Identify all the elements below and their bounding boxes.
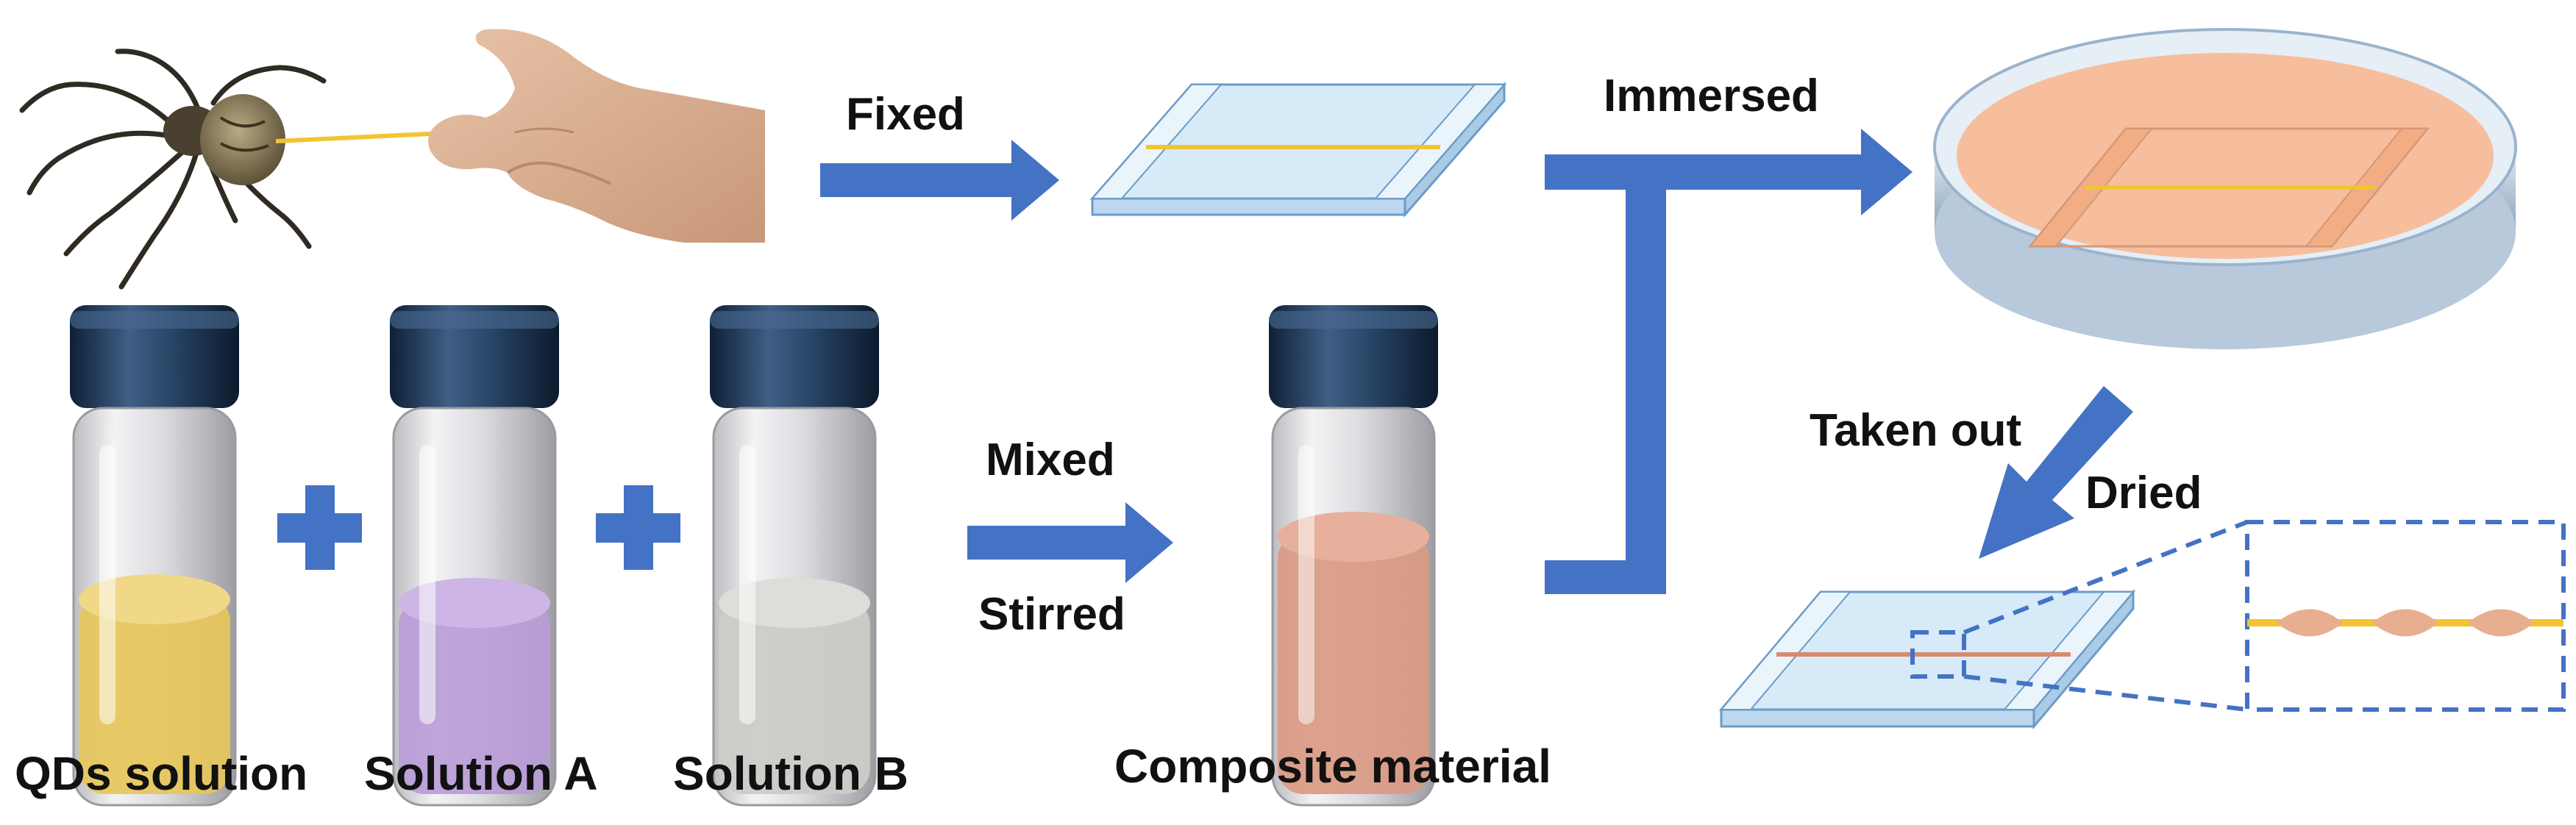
plus-icon [596, 485, 680, 570]
vial-icon [710, 305, 879, 807]
petri-dish-icon [1933, 28, 2517, 349]
fiber-droplets [2247, 609, 2563, 637]
label-taken-out: Taken out [1810, 405, 2022, 456]
taken-out-arrow [1979, 386, 2133, 559]
vial-icon [390, 305, 559, 807]
mixed-arrow [967, 502, 1173, 583]
label-qds-solution: QDs solution [15, 747, 308, 800]
hand-icon [428, 29, 765, 243]
plus-icon [277, 485, 362, 570]
label-solution-b: Solution B [673, 747, 908, 800]
glass-slide-icon [1089, 81, 1507, 218]
label-dried: Dried [2085, 468, 2202, 518]
glass-slide-icon [1718, 588, 2136, 730]
label-solution-a: Solution A [364, 747, 598, 800]
spider-silk-fiber [275, 132, 431, 143]
label-fixed: Fixed [846, 89, 965, 140]
fixed-arrow [820, 140, 1059, 221]
zoom-callout [1910, 520, 2566, 712]
label-mixed: Mixed [986, 435, 1115, 485]
vial-icon [70, 305, 239, 807]
label-immersed: Immersed [1604, 71, 1819, 121]
label-composite-material: Composite material [1114, 740, 1551, 793]
vial-icon [1269, 305, 1438, 807]
spider-icon [19, 49, 327, 290]
immersed-arrow [1545, 129, 1913, 594]
label-stirred: Stirred [978, 589, 1125, 640]
